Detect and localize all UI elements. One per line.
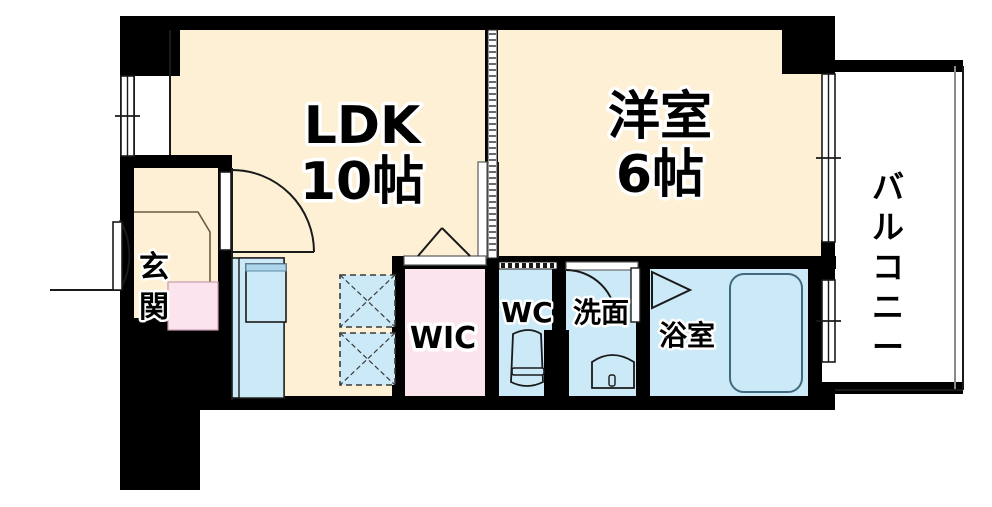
appliance-space-upper xyxy=(339,274,396,328)
genkan-to-ldk-door[interactable] xyxy=(219,169,315,253)
bedroom-label-size: 6帖 xyxy=(616,145,704,205)
appliance-space-lower xyxy=(339,332,396,386)
shoe-box xyxy=(167,281,219,331)
wic-door-swing xyxy=(417,227,471,257)
bath-window xyxy=(816,279,841,363)
bath-door-folding-symbol xyxy=(651,270,693,310)
bedroom-label-name: 洋室 xyxy=(608,87,712,147)
wall-genkan-top xyxy=(120,155,232,168)
washbasin-faucet xyxy=(608,374,616,387)
wc-door[interactable] xyxy=(498,261,558,270)
wall-bottom-right-stub xyxy=(820,382,835,410)
ldk-label-size: 10帖 xyxy=(300,152,424,212)
room-labels: LDK 10帖 洋室 6帖 玄 関 WIC WC 洗面 浴室 バ ル コ ニ ー xyxy=(137,84,907,369)
entrance-door[interactable] xyxy=(50,219,131,291)
senmen-label: 洗面 xyxy=(573,296,629,329)
wall-genkan-left xyxy=(120,155,134,330)
bathtub xyxy=(729,273,803,393)
balcony-label-char-0: バ xyxy=(872,168,904,206)
balcony-window-bedroom xyxy=(816,73,841,243)
balcony-label-char-3: ニ xyxy=(872,288,904,326)
toilet-tank xyxy=(511,367,545,376)
wall-wc-right-lower xyxy=(544,330,569,398)
kitchen-faucet xyxy=(245,263,287,272)
balcony-label-char-2: コ xyxy=(872,248,904,286)
bath-door[interactable] xyxy=(651,270,693,310)
genkan-label-line1: 玄 xyxy=(139,250,169,285)
wall-genkan-bottom-block xyxy=(120,318,232,408)
partition-sliding-leaf[interactable] xyxy=(477,161,488,259)
genkan-step xyxy=(134,211,211,282)
wall-bath-right xyxy=(808,268,822,398)
toilet xyxy=(510,329,545,387)
balcony-label-char-4: ー xyxy=(872,328,904,366)
balcony-label: バ ル コ ニ ー xyxy=(869,166,906,369)
wall-wc-right-upper xyxy=(552,268,566,330)
wall-wic-right xyxy=(485,256,499,406)
wc-label: WC xyxy=(501,296,552,329)
wall-bottom xyxy=(120,396,820,410)
genkan-door-leaf[interactable] xyxy=(219,171,232,251)
bedroom-floor xyxy=(495,16,835,266)
wall-balcony-top xyxy=(835,60,963,72)
ldk-label-name: LDK xyxy=(304,96,422,156)
bath-label: 浴室 xyxy=(659,319,715,352)
senmen-door-swing xyxy=(565,269,617,321)
kitchen-sink xyxy=(245,263,287,323)
kitchen-counter xyxy=(231,257,287,399)
wall-top xyxy=(120,16,835,30)
room-fills xyxy=(120,16,963,406)
wall-balcony-bottom xyxy=(835,382,963,394)
balcony-floor xyxy=(835,60,963,390)
windows xyxy=(115,73,841,363)
senmen-door-leaf[interactable] xyxy=(630,267,641,323)
genkan-label-line2: 関 xyxy=(139,290,169,325)
wic-door[interactable] xyxy=(403,227,487,266)
wic-label: WIC xyxy=(410,321,476,356)
entrance-door-leaf[interactable] xyxy=(112,221,123,291)
wall-right-upper xyxy=(821,16,835,74)
wall-bottom-left-block xyxy=(120,396,200,490)
ldk-window-left xyxy=(115,75,140,157)
senmen-door[interactable] xyxy=(565,261,641,323)
balcony-label-char-1: ル xyxy=(872,208,904,246)
wic-floor xyxy=(404,262,492,398)
wall-senmen-right-lower xyxy=(636,330,650,398)
washbasin xyxy=(591,354,635,389)
